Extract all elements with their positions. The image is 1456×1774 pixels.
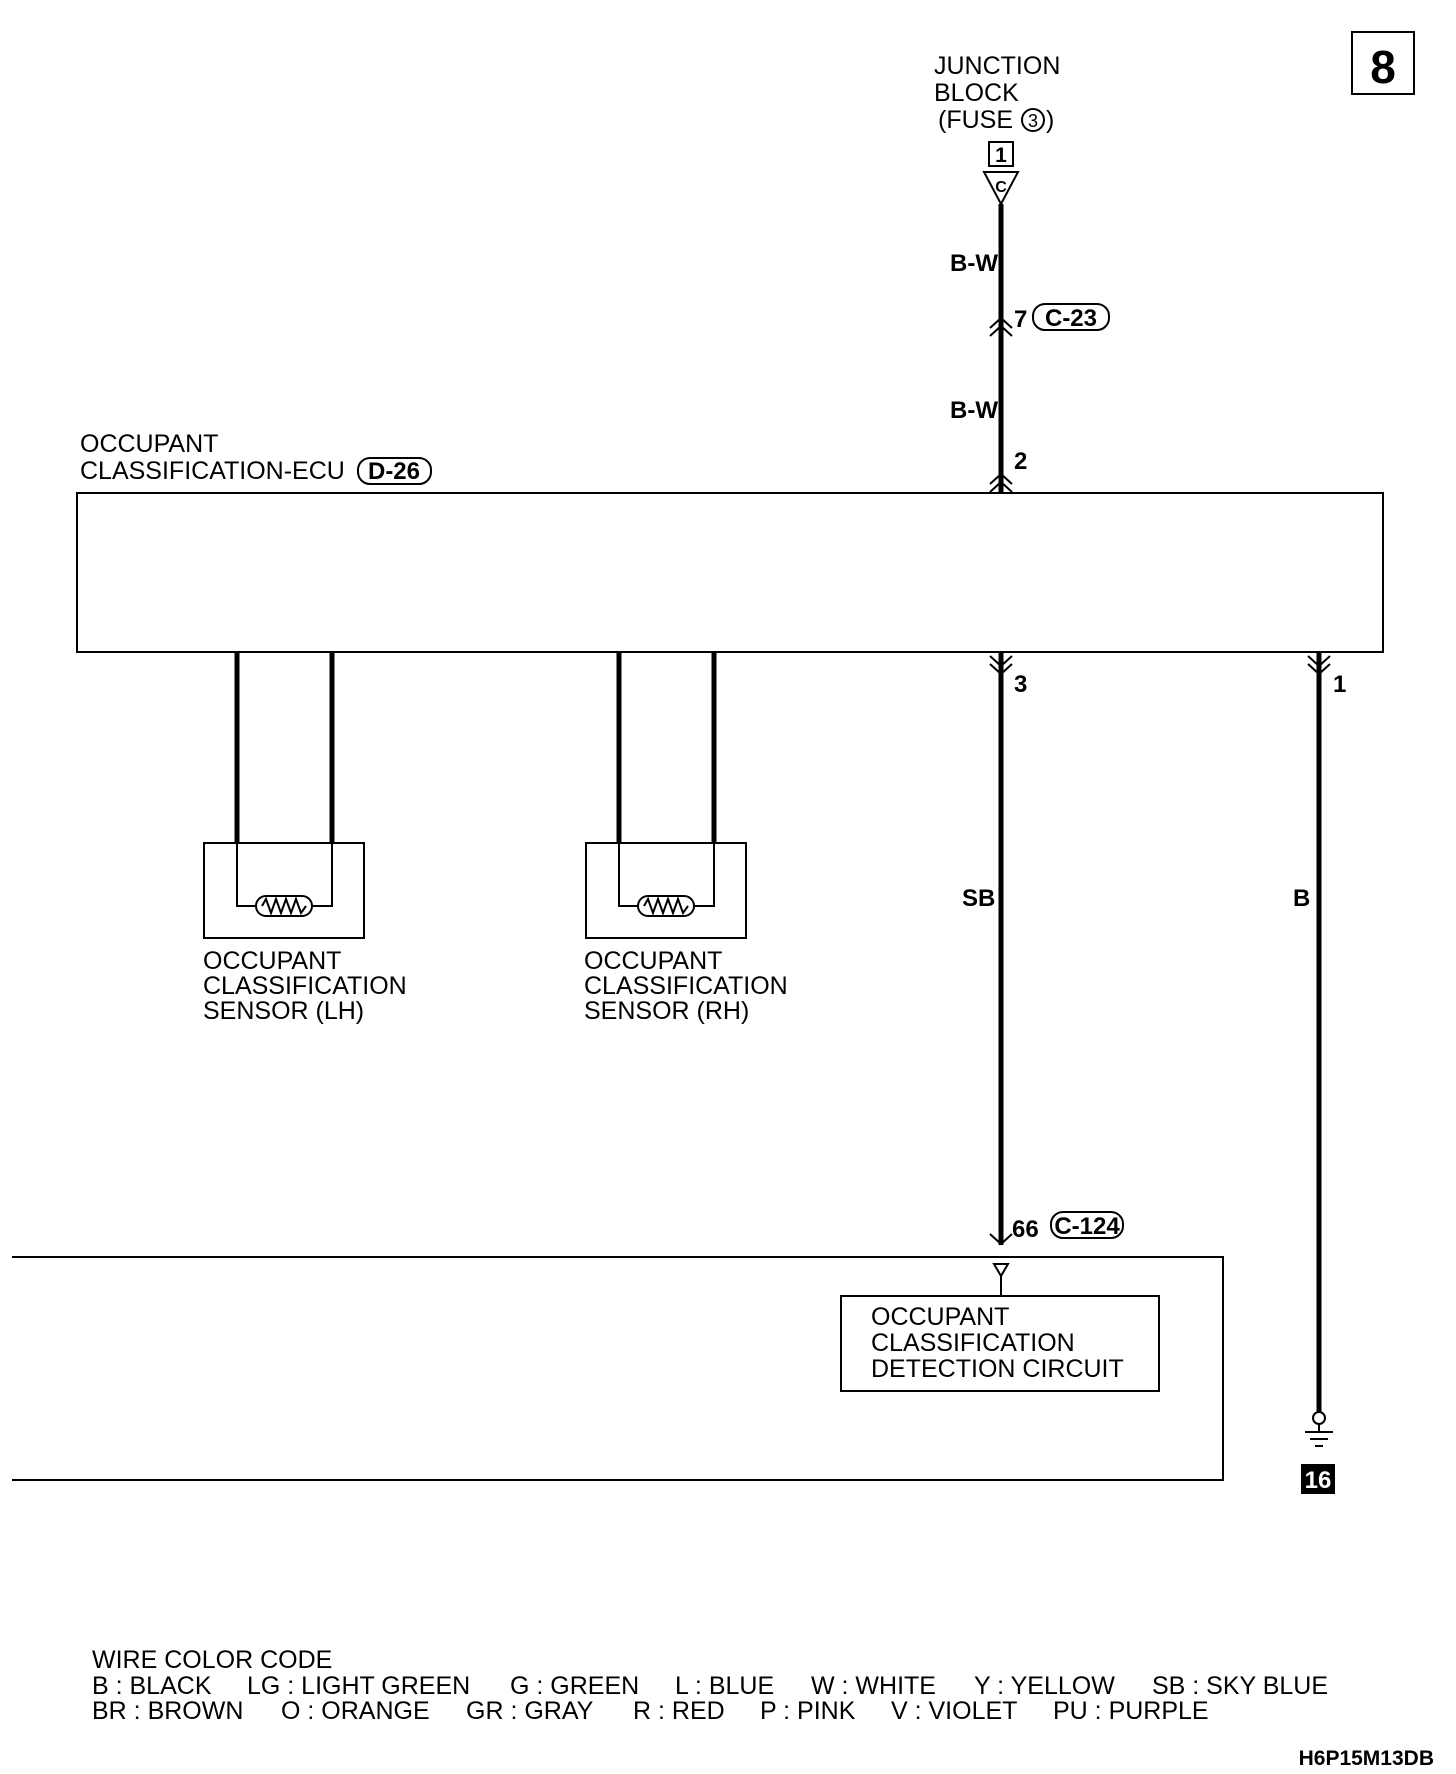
legend-item: O : ORANGE <box>281 1697 430 1725</box>
detection-circuit-connector-icon <box>992 1263 1010 1296</box>
sensor-lh-line1: OCCUPANT <box>203 947 341 975</box>
detection-circuit-box <box>840 1295 1160 1392</box>
connector-c23-pin: 7 <box>1014 306 1027 333</box>
wire-label-b-w-upper: B-W <box>950 250 998 277</box>
legend-item: L : BLUE <box>675 1672 774 1700</box>
page-number-badge: 8 <box>1351 31 1415 95</box>
legend-title: WIRE COLOR CODE <box>92 1646 332 1674</box>
fuse-number: 3 <box>1028 111 1038 131</box>
connector-c23-id: C-23 <box>1045 305 1097 332</box>
connector-letter: C <box>995 179 1007 196</box>
legend-item: V : VIOLET <box>891 1697 1017 1725</box>
junction-terminal-number: 1 <box>995 144 1007 167</box>
fuse-number-circle <box>1021 108 1045 132</box>
connector-c23-chevron-icon <box>989 316 1013 337</box>
sensor-rh-line2: CLASSIFICATION <box>584 972 788 1000</box>
page-number: 8 <box>1370 41 1396 93</box>
ground-number-badge <box>1301 1464 1335 1494</box>
sensor-lh-resistor-icon <box>255 895 313 917</box>
connector-c124-id: C-124 <box>1054 1213 1120 1240</box>
ecu-pin-1: 1 <box>1333 671 1346 698</box>
junction-terminal: 1 C <box>982 141 1020 207</box>
legend-item: R : RED <box>633 1697 725 1725</box>
sensor-lh-line3: SENSOR (LH) <box>203 997 364 1025</box>
legend-item: PU : PURPLE <box>1053 1697 1209 1725</box>
legend-item: LG : LIGHT GREEN <box>247 1672 470 1700</box>
junction-block-label: JUNCTION BLOCK (FUSE 3 ) <box>934 52 1060 134</box>
ecu-pin-3: 3 <box>1014 671 1027 698</box>
control-unit-outline <box>12 1256 1224 1481</box>
connector-c124-badge <box>1050 1211 1124 1239</box>
sensor-rh <box>585 652 747 939</box>
drawing-code: H6P15M13DB <box>1299 1747 1434 1770</box>
sensor-lh-line2: CLASSIFICATION <box>203 972 407 1000</box>
junction-block-line3-prefix: (FUSE <box>938 106 1013 134</box>
legend-item: GR : GRAY <box>466 1697 594 1725</box>
wire-label-b: B <box>1293 885 1310 912</box>
legend-item: Y : YELLOW <box>974 1672 1115 1700</box>
legend-item: SB : SKY BLUE <box>1152 1672 1328 1700</box>
wire-color-legend: WIRE COLOR CODE B : BLACK LG : LIGHT GRE… <box>92 1646 1328 1725</box>
connector-c124-pin: 66 <box>1012 1216 1039 1243</box>
legend-item: B : BLACK <box>92 1672 212 1700</box>
ground-icon <box>1305 1411 1333 1447</box>
junction-block-line3-suffix: ) <box>1046 106 1054 134</box>
sensor-lh <box>203 652 365 939</box>
wire-label-b-w-lower: B-W <box>950 397 998 424</box>
ecu-label-line1: OCCUPANT <box>80 430 218 458</box>
legend-item: P : PINK <box>760 1697 856 1725</box>
connector-triangle-icon <box>982 171 1020 207</box>
occupant-classification-ecu <box>76 492 1384 653</box>
connector-c23-badge <box>1032 303 1110 331</box>
ecu-connector-id: D-26 <box>368 458 420 485</box>
ecu-pin-2: 2 <box>1014 448 1027 475</box>
legend-item: BR : BROWN <box>92 1697 243 1725</box>
ecu-pin-2-chevron-icon <box>989 472 1013 493</box>
junction-block-line1: JUNCTION <box>934 52 1060 80</box>
ground-number: 16 <box>1305 1467 1332 1494</box>
ecu-label-line2: CLASSIFICATION-ECU <box>80 457 345 485</box>
sensor-rh-line1: OCCUPANT <box>584 947 722 975</box>
connector-c124-chevron-icon <box>989 1233 1013 1246</box>
detection-circuit-line1: OCCUPANT <box>871 1303 1009 1331</box>
sensor-rh-line3: SENSOR (RH) <box>584 997 749 1025</box>
legend-item: G : GREEN <box>510 1672 639 1700</box>
wire-label-sb: SB <box>962 885 995 912</box>
sensor-rh-resistor-icon <box>637 895 695 917</box>
ecu-connector-badge <box>357 457 432 485</box>
legend-item: W : WHITE <box>811 1672 936 1700</box>
junction-block-line2: BLOCK <box>934 79 1019 107</box>
detection-circuit-line3: DETECTION CIRCUIT <box>871 1355 1124 1383</box>
detection-circuit-line2: CLASSIFICATION <box>871 1329 1075 1357</box>
